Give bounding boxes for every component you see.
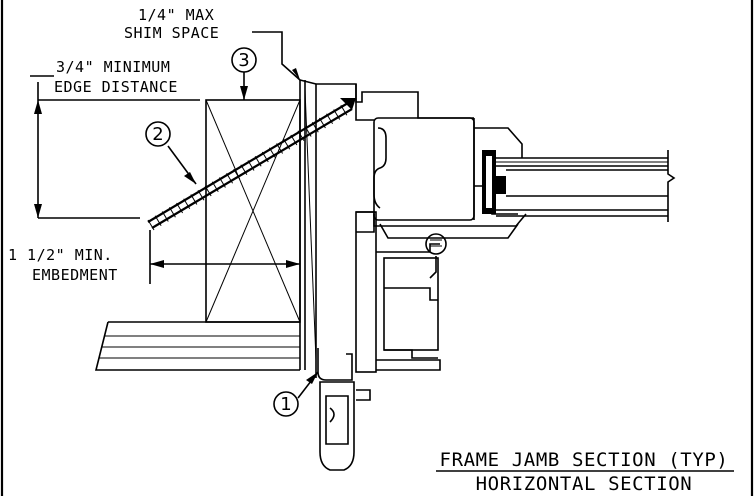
callout-1 xyxy=(273,371,319,417)
anchor-screw xyxy=(147,98,356,231)
edge-label-line2: EDGE DISTANCE xyxy=(54,78,178,96)
shim-label-line2: SHIM SPACE xyxy=(124,24,219,42)
drawing-title: FRAME JAMB SECTION (TYP) xyxy=(440,449,729,471)
callout-3-number: 3 xyxy=(238,50,249,71)
shim-and-jamb xyxy=(299,79,317,378)
glazing-unit xyxy=(474,127,676,222)
frame-profile xyxy=(316,83,527,471)
callout-3 xyxy=(231,47,257,100)
edge-label-line1: 3/4" MINIMUM xyxy=(56,58,170,76)
embedment-dimension xyxy=(149,230,300,284)
shim-label-line1: 1/4" MAX xyxy=(138,6,214,24)
embed-label-line2: EMBEDMENT xyxy=(32,266,118,284)
embed-label-line1: 1 1/2" MIN. xyxy=(8,246,113,264)
callout-2-number: 2 xyxy=(152,124,163,145)
shim-space-leader xyxy=(252,31,301,81)
callout-2 xyxy=(145,121,197,185)
edge-distance-dimension xyxy=(30,75,200,219)
drawing-subtitle: HORIZONTAL SECTION xyxy=(476,473,693,495)
callout-1-number: 1 xyxy=(280,394,291,415)
wall-substrate xyxy=(94,321,300,371)
wood-buck xyxy=(205,99,301,323)
